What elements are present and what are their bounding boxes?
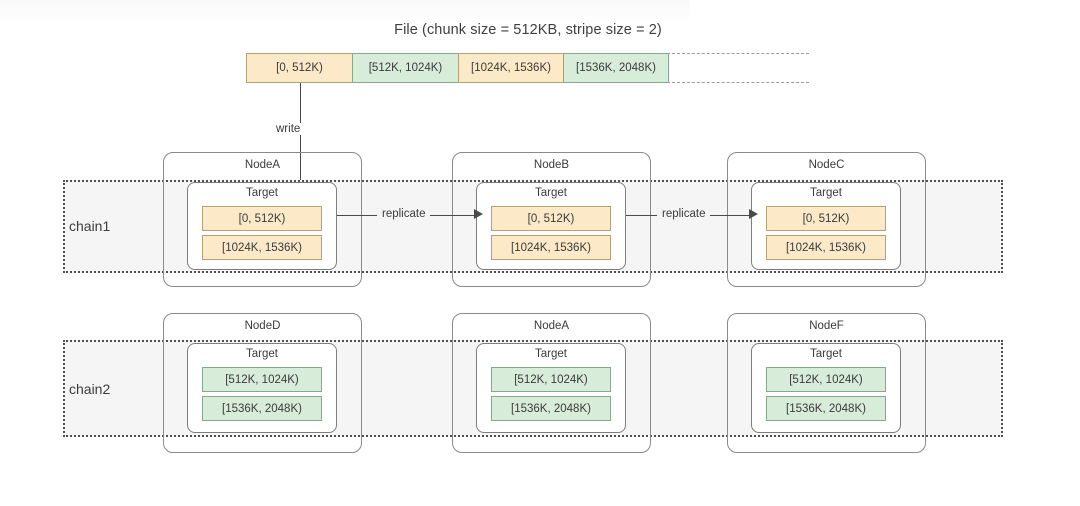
chunk-slot: [1536K, 2048K) <box>491 396 611 421</box>
node-name-label: NodeF <box>809 320 844 332</box>
file-chunk-strip: [0, 512K) [512K, 1024K) [1024K, 1536K) [… <box>246 53 669 83</box>
replicate-arrow-label-a-b: replicate <box>377 208 431 220</box>
target-label: Target <box>246 348 278 360</box>
write-arrow-line <box>300 83 301 190</box>
node-box-chain2-nodea[interactable]: NodeA <box>452 313 651 453</box>
target-box-chain2-nodef[interactable]: Target [512K, 1024K) [1536K, 2048K) <box>751 343 901 433</box>
file-chunk-2: [1024K, 1536K) <box>458 53 564 83</box>
chunk-slot: [1536K, 2048K) <box>202 396 322 421</box>
page-title: File (chunk size = 512KB, stripe size = … <box>394 22 662 38</box>
replicate-arrow-head-a-b <box>474 209 483 219</box>
node-box-chain2-noded[interactable]: NodeD <box>163 313 362 453</box>
chunk-slot: [1024K, 1536K) <box>491 235 611 260</box>
target-slots: [0, 512K) [1024K, 1536K) <box>491 206 611 260</box>
node-box-chain1-nodec[interactable]: NodeC <box>727 152 926 287</box>
chunk-slot: [0, 512K) <box>202 206 322 231</box>
node-name-label: NodeB <box>533 159 570 171</box>
target-box-chain2-nodea[interactable]: Target [512K, 1024K) [1536K, 2048K) <box>476 343 626 433</box>
file-chunk-1: [512K, 1024K) <box>352 53 459 83</box>
target-box-chain1-nodeb[interactable]: Target [0, 512K) [1024K, 1536K) <box>476 182 626 270</box>
chunk-slot: [0, 512K) <box>491 206 611 231</box>
target-label: Target <box>810 187 842 199</box>
chunk-slot: [1536K, 2048K) <box>766 396 886 421</box>
target-slots: [512K, 1024K) [1536K, 2048K) <box>202 367 322 421</box>
file-strip-continuation <box>667 53 809 83</box>
chunk-slot: [512K, 1024K) <box>491 367 611 392</box>
file-chunk-0: [0, 512K) <box>246 53 353 83</box>
target-slots: [0, 512K) [1024K, 1536K) <box>766 206 886 260</box>
chunk-slot: [512K, 1024K) <box>202 367 322 392</box>
top-edge-wash <box>0 0 690 22</box>
target-label: Target <box>246 187 278 199</box>
target-slots: [512K, 1024K) [1536K, 2048K) <box>491 367 611 421</box>
node-name-label: NodeC <box>808 159 845 171</box>
chunk-slot: [512K, 1024K) <box>766 367 886 392</box>
chain2-label: chain2 <box>69 381 111 397</box>
node-name-label: NodeD <box>244 320 281 332</box>
write-arrow-label: write <box>272 123 305 135</box>
target-box-chain1-nodec[interactable]: Target [0, 512K) [1024K, 1536K) <box>751 182 901 270</box>
target-label: Target <box>810 348 842 360</box>
chunk-slot: [0, 512K) <box>766 206 886 231</box>
target-label: Target <box>535 187 567 199</box>
target-slots: [512K, 1024K) [1536K, 2048K) <box>766 367 886 421</box>
node-name-label: NodeA <box>244 159 281 171</box>
chunk-slot: [1024K, 1536K) <box>202 235 322 260</box>
node-name-label: NodeA <box>533 320 570 332</box>
node-box-chain1-nodeb[interactable]: NodeB <box>452 152 651 287</box>
node-box-chain2-nodef[interactable]: NodeF <box>727 313 926 453</box>
replicate-arrow-head-b-c <box>749 209 758 219</box>
node-box-chain1-nodea[interactable]: NodeA <box>163 152 362 287</box>
target-slots: [0, 512K) [1024K, 1536K) <box>202 206 322 260</box>
file-chunk-3: [1536K, 2048K) <box>563 53 669 83</box>
replicate-arrow-label-b-c: replicate <box>657 208 711 220</box>
target-box-chain2-noded[interactable]: Target [512K, 1024K) [1536K, 2048K) <box>187 343 337 433</box>
target-box-chain1-nodea[interactable]: Target [0, 512K) [1024K, 1536K) <box>187 182 337 270</box>
chunk-slot: [1024K, 1536K) <box>766 235 886 260</box>
target-label: Target <box>535 348 567 360</box>
chain1-label: chain1 <box>69 218 111 234</box>
